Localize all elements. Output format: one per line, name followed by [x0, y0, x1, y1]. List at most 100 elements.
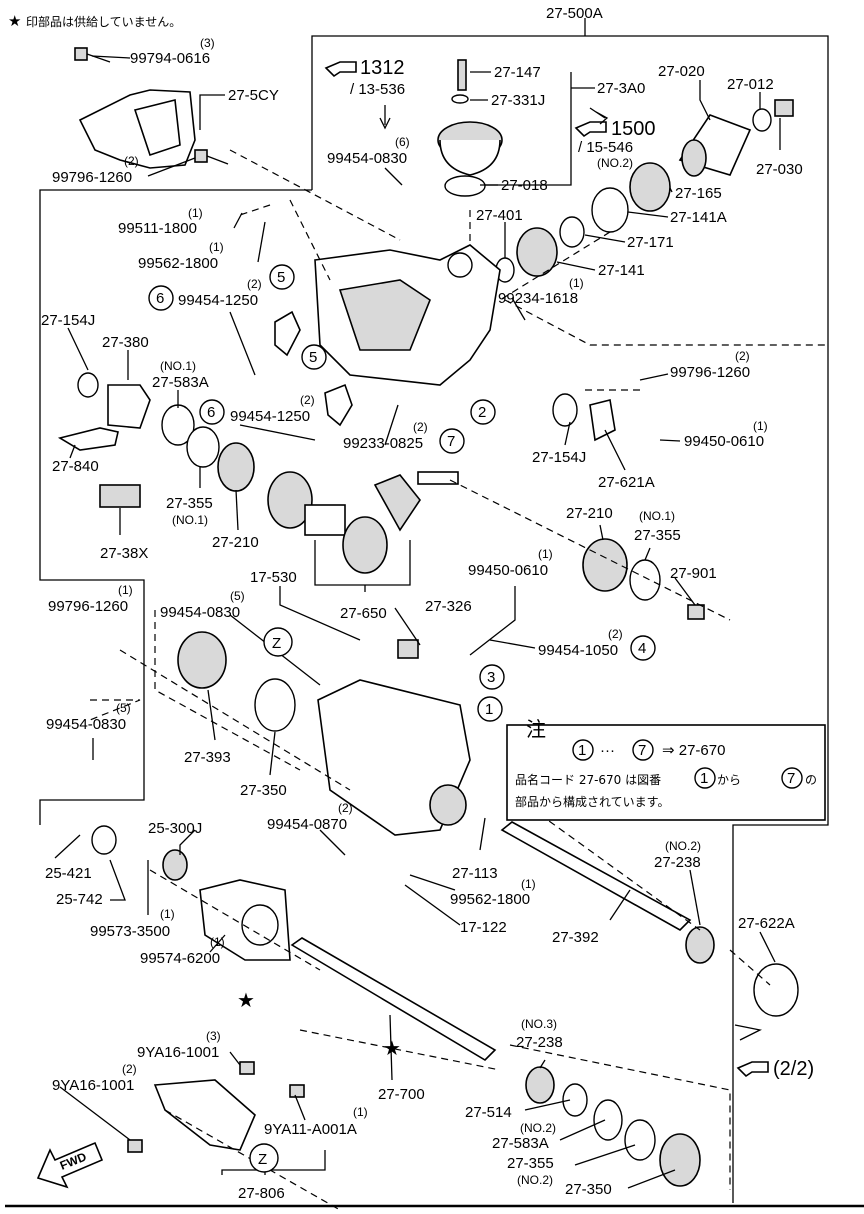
ref-1500-sub: / 15-546	[578, 139, 633, 156]
ref-1500-label: 1500	[611, 118, 656, 140]
part-label[interactable]: 27-147	[494, 64, 541, 81]
part-label[interactable]: 17-122	[460, 919, 507, 936]
part-label[interactable]: 99454-0830	[327, 150, 407, 167]
part-label[interactable]: 27-154J	[41, 312, 95, 329]
part-label[interactable]: 9YA16-1001	[52, 1077, 134, 1094]
part-label[interactable]: 27-840	[52, 458, 99, 475]
part-label[interactable]: 27-392	[552, 929, 599, 946]
part-label[interactable]: 27-018	[501, 177, 548, 194]
part-label[interactable]: 27-210	[566, 505, 613, 522]
qty: (2)	[122, 1062, 137, 1076]
part-label[interactable]: 27-700	[378, 1086, 425, 1103]
part-label[interactable]: 27-141A	[670, 209, 727, 226]
qty: (1)	[753, 419, 768, 433]
part-label[interactable]: 27-355	[634, 527, 681, 544]
part-label[interactable]: 27-583A	[492, 1135, 549, 1152]
part-label[interactable]: 99454-0830	[160, 604, 240, 621]
part-label[interactable]: 27-165	[675, 185, 722, 202]
part-label[interactable]: 27-238	[516, 1034, 563, 1051]
part-label[interactable]: 99454-1250	[178, 292, 258, 309]
part-label[interactable]: 27-621A	[598, 474, 655, 491]
part-label[interactable]: 99233-0825	[343, 435, 423, 452]
part-label[interactable]: 27-806	[238, 1185, 285, 1202]
note-line2b: から	[717, 773, 741, 787]
qty: (2)	[300, 393, 315, 407]
part-label[interactable]: 99450-0610	[468, 562, 548, 579]
note-circle-7: 7	[638, 742, 646, 759]
part-label[interactable]: 99796-1260	[670, 364, 750, 381]
part-label[interactable]: 27-350	[565, 1181, 612, 1198]
part-label[interactable]: 27-326	[425, 598, 472, 615]
part-label[interactable]: 27-350	[240, 782, 287, 799]
part-label[interactable]: 25-742	[56, 891, 103, 908]
ref-1500[interactable]: 1500 / 15-546	[574, 118, 656, 156]
part-label[interactable]: 99573-3500	[90, 923, 170, 940]
qty: (NO.2)	[597, 156, 633, 170]
part-label[interactable]: 99234-1618	[498, 290, 578, 307]
ref-2-2[interactable]: (2/2)	[736, 1058, 814, 1080]
part-label[interactable]: 27-355	[507, 1155, 554, 1172]
callout-3: 3	[487, 669, 495, 686]
part-label[interactable]: 27-583A	[152, 374, 209, 391]
note-line3: 部品から構成されています。	[515, 794, 669, 809]
ref-1312-label: 1312	[360, 57, 405, 79]
part-label[interactable]: 27-030	[756, 161, 803, 178]
ref-1312[interactable]: 1312 / 13-536	[324, 57, 405, 98]
part-label[interactable]: 17-530	[250, 569, 297, 586]
part-label[interactable]: 25-300J	[148, 820, 202, 837]
part-label[interactable]: 27-393	[184, 749, 231, 766]
part-label[interactable]: 99454-1250	[230, 408, 310, 425]
dashed-guides	[89, 149, 828, 1211]
note-title: 注	[526, 717, 546, 741]
note-arrow: ⇒ 27-670	[662, 742, 725, 759]
part-label[interactable]: 27-380	[102, 334, 149, 351]
part-label[interactable]: 99796-1260	[52, 169, 132, 186]
qty: (2)	[338, 801, 353, 815]
part-label[interactable]: 99454-0870	[267, 816, 347, 833]
part-label[interactable]: 27-622A	[738, 915, 795, 932]
callout-4: 4	[638, 640, 646, 657]
part-label[interactable]: 27-171	[627, 234, 674, 251]
qty: (2)	[735, 349, 750, 363]
qty: (NO.2)	[665, 839, 701, 853]
header-star: ★	[8, 13, 21, 30]
part-label[interactable]: 99562-1800	[138, 255, 218, 272]
leader-lines	[54, 55, 781, 1189]
part-label[interactable]: 27-514	[465, 1104, 512, 1121]
part-label[interactable]: 27-3A0	[597, 80, 645, 97]
part-label[interactable]: 27-238	[654, 854, 701, 871]
part-label[interactable]: 27-5CY	[228, 87, 279, 104]
part-label[interactable]: 99454-0830	[46, 716, 126, 733]
callout-6b: 6	[207, 404, 215, 421]
part-label[interactable]: 27-154J	[532, 449, 586, 466]
group-label-27-500A[interactable]: 27-500A	[546, 5, 603, 22]
part-label[interactable]: 99574-6200	[140, 950, 220, 967]
part-label[interactable]: 27-012	[727, 76, 774, 93]
fwd-arrow: FWD	[36, 1141, 104, 1189]
part-label[interactable]: 99450-0610	[684, 433, 764, 450]
part-label[interactable]: 27-650	[340, 605, 387, 622]
qty: (1)	[538, 547, 553, 561]
part-label[interactable]: 99511-1800	[118, 220, 197, 237]
qty: (1)	[521, 877, 536, 891]
part-label[interactable]: 27-355	[166, 495, 213, 512]
part-label[interactable]: 27-901	[670, 565, 717, 582]
part-label[interactable]: 27-210	[212, 534, 259, 551]
part-label[interactable]: 27-141	[598, 262, 645, 279]
part-label[interactable]: 99562-1800	[450, 891, 530, 908]
pointing-hand-icon	[574, 121, 607, 138]
part-label[interactable]: 27-38X	[100, 545, 148, 562]
part-label[interactable]: 99796-1260	[48, 598, 128, 615]
part-label[interactable]: 99454-1050	[538, 642, 618, 659]
part-label[interactable]: 25-421	[45, 865, 92, 882]
part-label[interactable]: 27-113	[452, 865, 498, 882]
part-label[interactable]: 27-020	[658, 63, 705, 80]
part-labels: 27-500A (3) 99794-0616 27-5CY (2) 99796-…	[41, 5, 803, 1202]
part-label[interactable]: 99794-0616	[130, 50, 210, 67]
part-label[interactable]: 27-331J	[491, 92, 545, 109]
part-label[interactable]: 9YA16-1001	[137, 1044, 219, 1061]
part-label[interactable]: 9YA11-A001A	[264, 1121, 357, 1138]
qty: (5)	[230, 589, 245, 603]
part-label[interactable]: 27-401	[476, 207, 523, 224]
